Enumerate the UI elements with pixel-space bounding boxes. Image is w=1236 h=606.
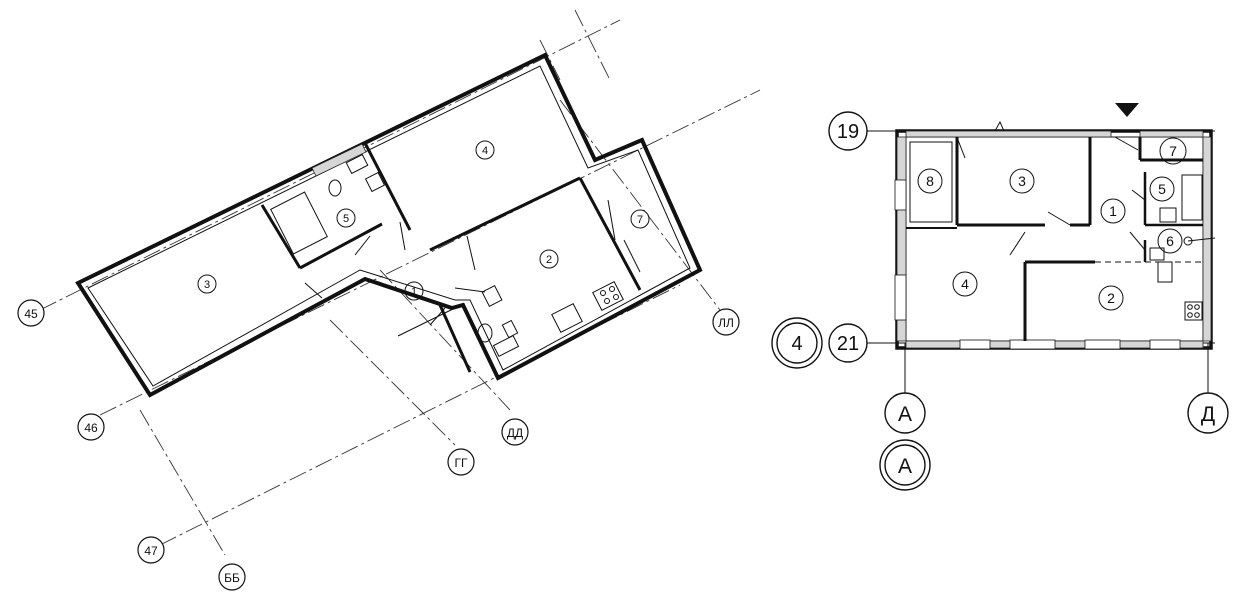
svg-text:46: 46 (84, 421, 98, 435)
axis-bubble-gg: ГГ (447, 448, 475, 476)
left-axis-bubbles: 45 46 47 ББ ГГ ДД (17, 299, 740, 591)
svg-text:6: 6 (1166, 233, 1174, 249)
svg-text:19: 19 (837, 121, 859, 143)
section-mark-a: А (879, 439, 931, 491)
svg-text:ЛЛ: ЛЛ (718, 316, 734, 330)
right-room-4: 4 (952, 271, 978, 297)
svg-text:Д: Д (1201, 403, 1215, 426)
axis-bubble-19: 19 (828, 111, 868, 151)
axis-bubble-21: 21 (828, 323, 868, 363)
svg-text:4: 4 (482, 145, 488, 157)
svg-text:3: 3 (1018, 173, 1026, 189)
right-room-6: 6 (1157, 228, 1183, 254)
left-room-4: 4 (475, 140, 495, 160)
axis-bubble-a: А (884, 392, 926, 434)
svg-text:5: 5 (1158, 181, 1166, 197)
svg-text:21: 21 (837, 333, 859, 355)
svg-text:8: 8 (926, 173, 934, 189)
svg-text:3: 3 (204, 279, 210, 291)
right-room-8: 8 (917, 168, 943, 194)
left-walls (75, 52, 703, 398)
right-room-5: 5 (1149, 176, 1175, 202)
right-room-7: 7 (1159, 137, 1187, 165)
svg-text:А: А (898, 455, 912, 478)
right-axis-bubbles: 19 21 А Д 4 А (771, 111, 1229, 491)
right-room-labels: 1 2 3 4 5 6 7 (917, 137, 1187, 311)
right-floor-plan: 1 2 3 4 5 6 7 (771, 103, 1229, 491)
svg-text:47: 47 (144, 544, 158, 558)
svg-text:ГГ: ГГ (455, 456, 468, 470)
svg-text:2: 2 (1107, 290, 1115, 306)
axis-bubble-bb: ББ (218, 563, 246, 591)
svg-text:5: 5 (343, 213, 349, 225)
entrance-arrow-icon (1115, 103, 1139, 117)
left-room-2: 2 (539, 249, 559, 269)
axis-bubble-d: Д (1187, 392, 1229, 434)
right-room-3: 3 (1009, 168, 1035, 194)
right-room-1: 1 (1100, 198, 1126, 224)
svg-text:7: 7 (637, 214, 643, 226)
left-room-3: 3 (197, 274, 217, 294)
svg-text:А: А (898, 403, 912, 426)
left-room-7: 7 (630, 209, 650, 229)
svg-text:ДД: ДД (507, 426, 523, 440)
svg-text:4: 4 (961, 276, 969, 292)
left-room-1: 1 (404, 281, 424, 301)
left-room-labels: 1 2 3 4 5 7 (197, 140, 650, 301)
svg-text:ББ: ББ (224, 571, 240, 585)
svg-text:4: 4 (791, 333, 802, 355)
axis-bubble-ll: ЛЛ (712, 308, 740, 336)
right-walls (894, 103, 1216, 350)
axis-bubble-dd: ДД (501, 418, 529, 446)
svg-text:1: 1 (1109, 203, 1117, 219)
left-room-5: 5 (336, 208, 356, 228)
svg-text:45: 45 (24, 307, 38, 321)
axis-bubble-45: 45 (17, 299, 45, 327)
left-floor-plan: 1 2 3 4 5 7 (17, 9, 761, 591)
svg-text:2: 2 (546, 254, 552, 266)
right-room-2: 2 (1098, 285, 1124, 311)
axis-bubble-46: 46 (77, 413, 105, 441)
section-mark-4: 4 (771, 317, 823, 369)
axis-bubble-47: 47 (137, 536, 165, 564)
svg-text:1: 1 (411, 286, 417, 298)
svg-text:7: 7 (1169, 143, 1177, 159)
